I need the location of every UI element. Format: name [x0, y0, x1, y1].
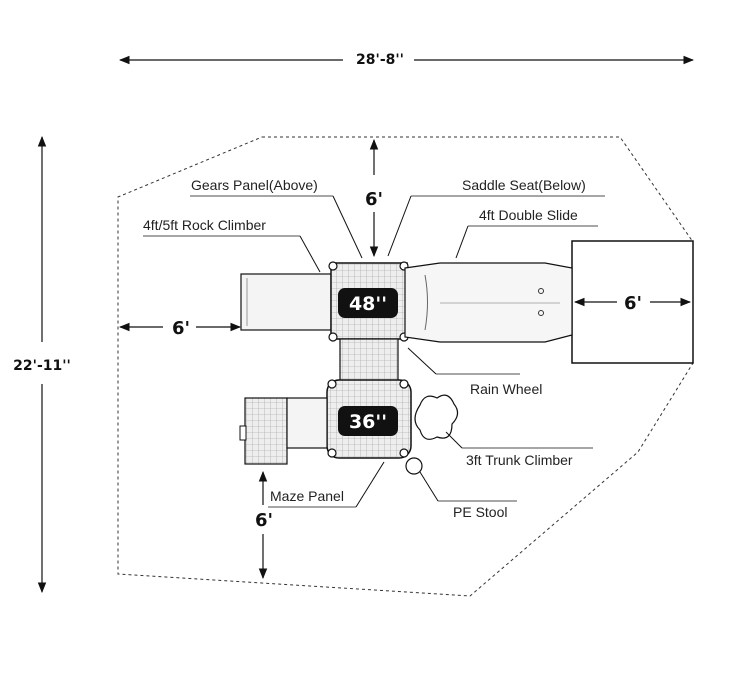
double-slide [404, 262, 573, 343]
lower-walkway [286, 397, 328, 449]
saddle-seat-label: Saddle Seat(Below) [462, 177, 586, 193]
maze-panel-label: Maze Panel [270, 488, 344, 504]
deck-36-badge [338, 406, 398, 436]
deck-48-label: 48'' [349, 293, 387, 315]
rock-climber [240, 273, 332, 331]
clearance-top-label: 6' [365, 189, 383, 210]
rain-wheel-label: Rain Wheel [470, 381, 542, 397]
gears-panel-label: Gears Panel(Above) [191, 177, 318, 193]
use-zone-outline [117, 136, 694, 597]
trunk-climber [414, 394, 459, 440]
rock-climber-label: 4ft/5ft Rock Climber [143, 217, 266, 233]
double-slide-label: 4ft Double Slide [479, 207, 578, 223]
maze-panel [244, 397, 288, 465]
overall-width-label: 28'-8'' [356, 52, 404, 68]
clearance-right-label: 6' [624, 293, 642, 314]
overall-depth-label: 22'-11'' [13, 358, 71, 374]
deck-48-badge [338, 288, 398, 318]
rain-wheel-bridge [339, 338, 399, 382]
clearance-bottom-label: 6' [255, 510, 273, 531]
trunk-climber-label: 3ft Trunk Climber [466, 452, 573, 468]
deck-36-label: 36'' [349, 411, 387, 433]
pe-stool-label: PE Stool [453, 504, 507, 520]
clearance-left-label: 6' [172, 318, 190, 339]
pe-stool [405, 457, 423, 475]
